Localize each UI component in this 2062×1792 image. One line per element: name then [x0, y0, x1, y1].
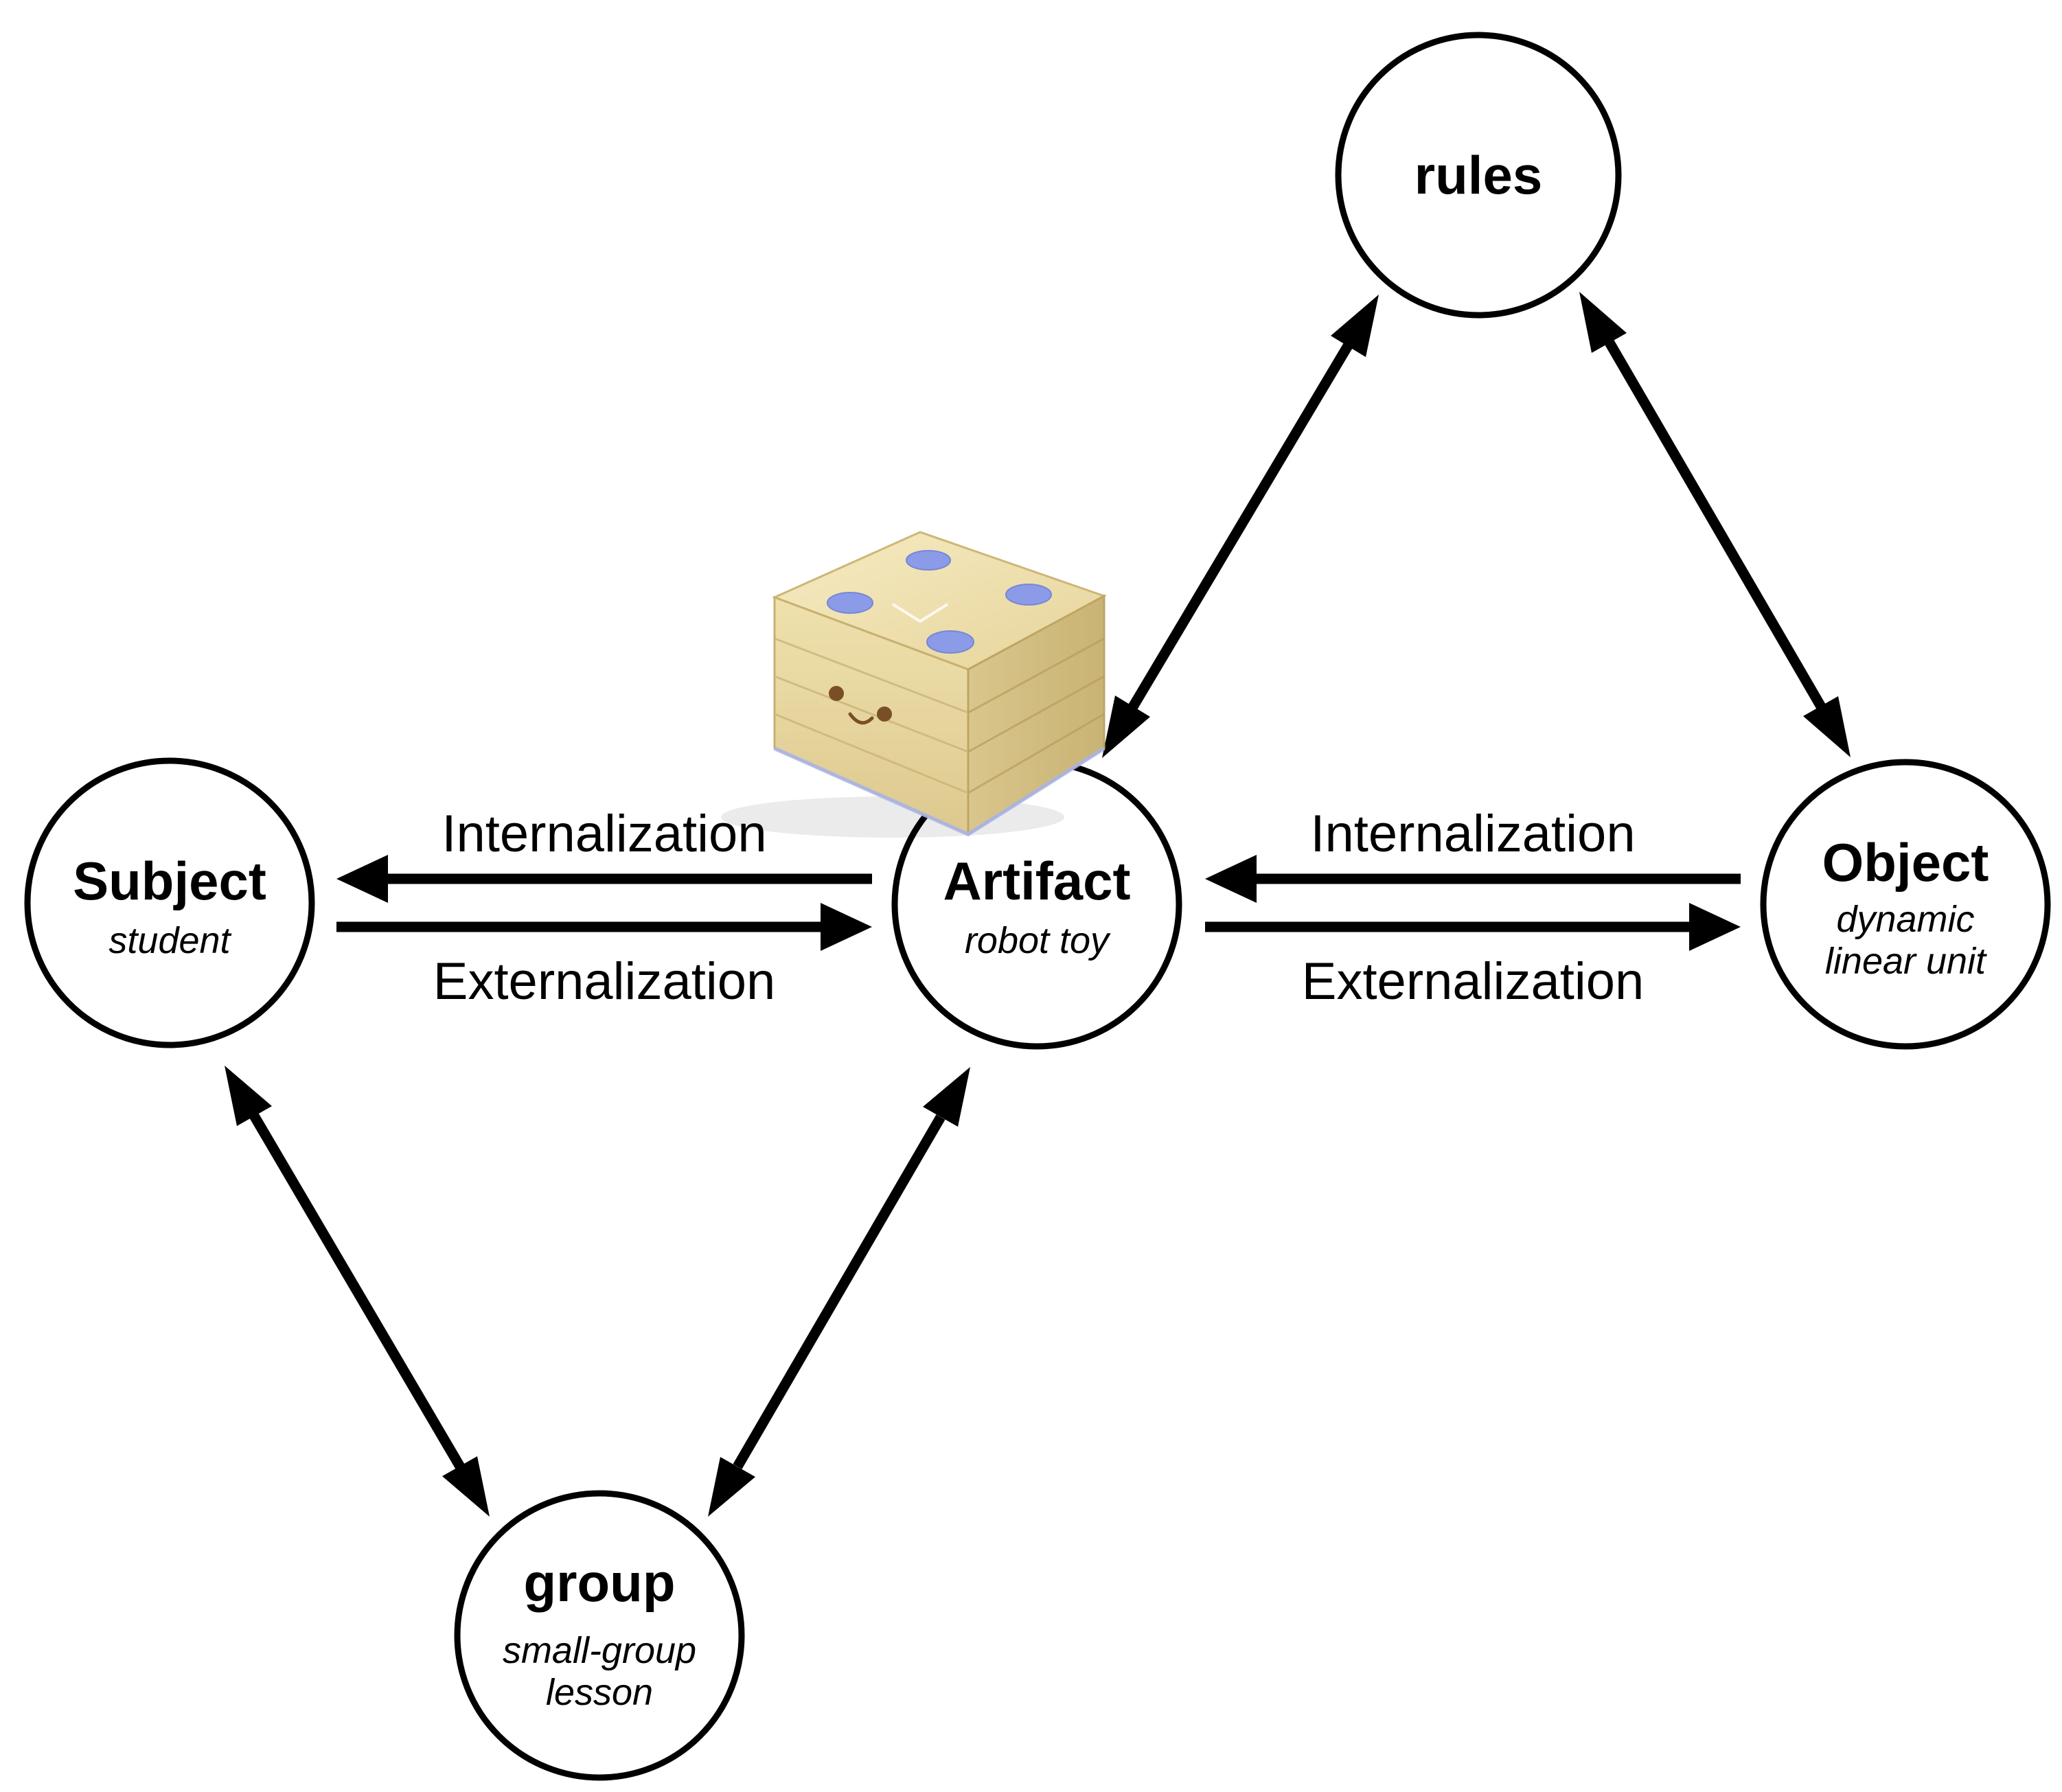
arrow-subject-group — [225, 1066, 490, 1517]
node-rules: rules — [1335, 32, 1622, 319]
node-object-subtitle-line2: linear unit — [1825, 941, 1987, 982]
node-artifact-title: Artifact — [943, 851, 1130, 911]
robot-toy-cube-icon — [721, 531, 1107, 838]
node-subject-subtitle: student — [108, 920, 231, 961]
label-externalization-left: Externalization — [433, 952, 776, 1011]
arrow-rules-object — [1579, 292, 1851, 757]
node-group-subtitle-line1: small-group — [503, 1630, 696, 1671]
arrow-externalization-left — [336, 903, 872, 951]
node-object-subtitle-line1: dynamic — [1836, 899, 1974, 940]
arrow-artifact-group — [708, 1067, 970, 1517]
node-artifact-subtitle: robot toy — [965, 920, 1111, 961]
arrow-internalization-left — [336, 855, 872, 903]
node-group-title: group — [524, 1552, 676, 1613]
node-group-subtitle-line2: lesson — [546, 1672, 653, 1713]
node-subject-title: Subject — [73, 851, 266, 911]
node-object: Object dynamic linear unit — [1760, 759, 2051, 1050]
node-group: group small-group lesson — [454, 1490, 745, 1781]
arrow-artifact-rules — [1102, 295, 1379, 758]
label-externalization-right: Externalization — [1302, 952, 1645, 1011]
node-rules-title: rules — [1414, 145, 1542, 205]
label-internalization-left: Internalization — [442, 805, 766, 863]
arrow-externalization-right — [1205, 903, 1741, 951]
node-object-title: Object — [1822, 832, 1989, 893]
label-internalization-right: Internalization — [1310, 805, 1635, 863]
arrow-internalization-right — [1205, 855, 1741, 903]
node-subject: Subject student — [24, 757, 315, 1048]
